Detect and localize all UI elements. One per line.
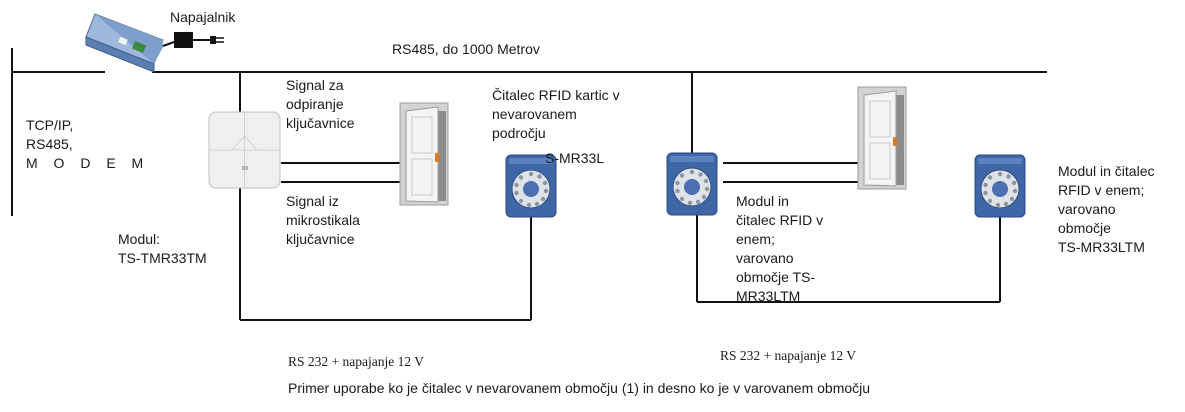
bus-label: RS485, do 1000 Metrov (392, 41, 540, 57)
rs232-left-label: RS 232 + napajanje 12 V (288, 354, 424, 369)
tmr-module-icon (208, 111, 281, 189)
reader-unsecured-label: Čitalec RFID kartic v nevarovanem področ… (492, 87, 620, 141)
power-supply-label: Napajalnik (170, 9, 236, 25)
controller-device-icon (85, 13, 164, 73)
power-adapter-icon (162, 32, 224, 48)
interfaces-label: TCP/IP, RS485, (26, 117, 74, 152)
rfid-reader-icon (974, 154, 1026, 218)
caption: Primer uporabe ko je čitalec v nevarovan… (288, 380, 871, 396)
module-left-label: Modul: TS-TMR33TM (118, 231, 207, 266)
door-icon (857, 86, 907, 190)
module-mid-label: Modul in čitalec RFID v enem; varovano o… (736, 193, 824, 304)
signal-open-label: Signal za odpiranje ključavnice (286, 77, 355, 131)
rs232-right-label: RS 232 + napajanje 12 V (720, 348, 856, 363)
rfid-reader-icon (666, 152, 718, 216)
reader-model-label: S-MR33L (545, 150, 605, 166)
modem-label: M O D E M (26, 155, 150, 171)
signal-micro-label: Signal iz mikrostikala ključavnice (286, 193, 360, 247)
module-right-label: Modul in čitalec RFID v enem; varovano o… (1058, 163, 1155, 255)
door-icon (399, 102, 449, 206)
